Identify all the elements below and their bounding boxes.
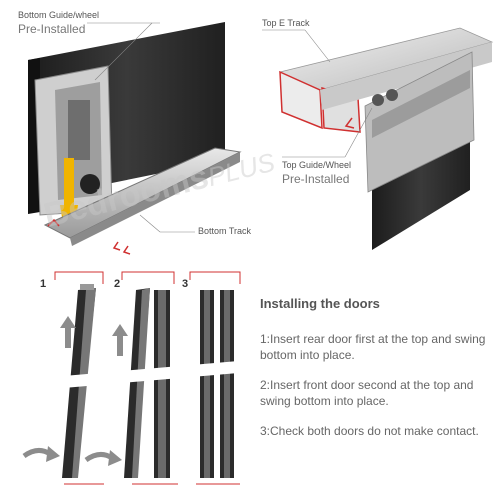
- step-3-illustration: [189, 271, 241, 485]
- step-number-1: 1: [40, 278, 47, 290]
- top-track-illustration: [262, 27, 494, 250]
- instructions-title: Installing the doors: [260, 296, 380, 311]
- bottom-guide-sub-label: Pre-Installed: [18, 22, 86, 36]
- instruction-step-2: 2:Insert front door second at the top an…: [260, 378, 474, 408]
- up-arrow-icon: [60, 316, 76, 348]
- top-guide-sub-label: Pre-Installed: [282, 172, 350, 186]
- right-arrow-icon: [108, 450, 122, 466]
- top-guide-label: Top Guide/Wheel: [282, 160, 352, 170]
- step-number-3: 3: [182, 278, 189, 290]
- top-track-label: Top E Track: [262, 18, 310, 28]
- bottom-guide-label: Bottom Guide/wheel: [18, 10, 100, 20]
- step-number-2: 2: [114, 278, 121, 290]
- right-arrow-icon: [46, 446, 60, 462]
- up-arrow-icon: [112, 324, 128, 356]
- yellow-guide-shape: [64, 158, 74, 210]
- instruction-step-3: 3:Check both doors do not make contact.: [260, 424, 479, 438]
- break-band: [40, 360, 250, 390]
- bottom-track-label: Bottom Track: [198, 226, 252, 236]
- bottom-guide-illustration: [28, 22, 242, 255]
- step-2-illustration: [84, 271, 178, 485]
- instruction-step-1: 1:Insert rear door first at the top and …: [260, 332, 486, 362]
- installation-instructions: Installing the doors 1:Insert rear door …: [260, 296, 496, 453]
